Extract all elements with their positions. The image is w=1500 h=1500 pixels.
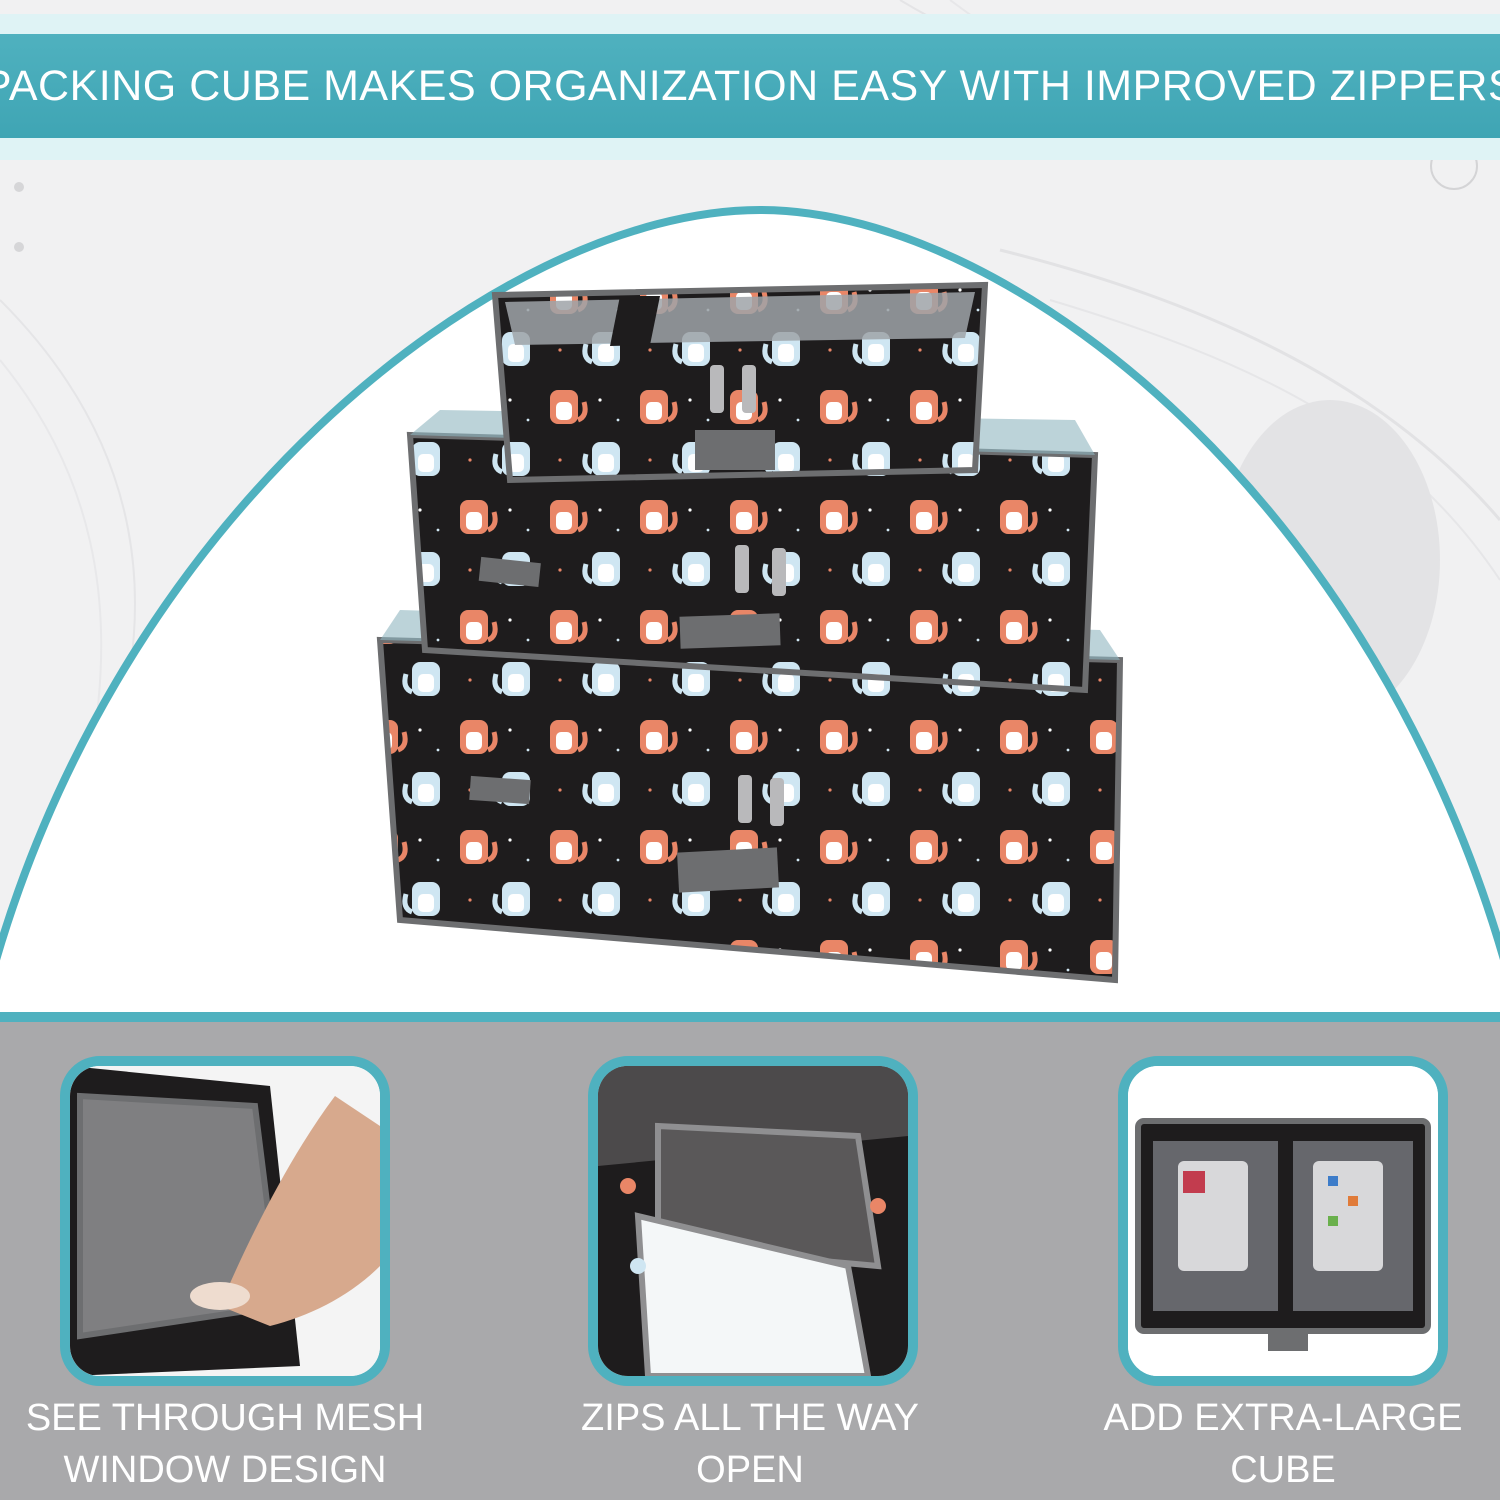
feature-card-mesh-window bbox=[60, 1056, 390, 1386]
title-banner-band: PACKING CUBE MAKES ORGANIZATION EASY WIT… bbox=[0, 34, 1500, 138]
caption-line: ADD EXTRA-LARGE bbox=[1103, 1397, 1463, 1439]
mesh-window-photo bbox=[70, 1066, 380, 1376]
feature-card-extra-large bbox=[1118, 1056, 1448, 1386]
caption-zips-open: ZIPS ALL THE WAY OPEN bbox=[540, 1392, 960, 1496]
small-cube bbox=[491, 281, 989, 484]
decor-dot bbox=[14, 242, 24, 252]
caption-mesh-window: SEE THROUGH MESH WINDOW DESIGN bbox=[15, 1392, 435, 1496]
caption-line: SEE THROUGH MESH bbox=[25, 1397, 425, 1439]
caption-extra-large: ADD EXTRA-LARGE CUBE bbox=[1073, 1392, 1493, 1496]
title-banner: PACKING CUBE MAKES ORGANIZATION EASY WIT… bbox=[0, 14, 1500, 160]
feature-card-zips-open bbox=[588, 1056, 918, 1386]
caption-line: CUBE bbox=[1230, 1449, 1336, 1491]
banner-title: PACKING CUBE MAKES ORGANIZATION EASY WIT… bbox=[0, 61, 1500, 110]
caption-line: ZIPS ALL THE WAY OPEN bbox=[581, 1397, 919, 1491]
caption-line: WINDOW DESIGN bbox=[63, 1449, 387, 1491]
extra-large-cube-photo bbox=[1128, 1066, 1438, 1376]
zips-open-photo bbox=[598, 1066, 908, 1376]
packing-cube-stack bbox=[376, 281, 1124, 984]
decor-dot bbox=[14, 182, 24, 192]
